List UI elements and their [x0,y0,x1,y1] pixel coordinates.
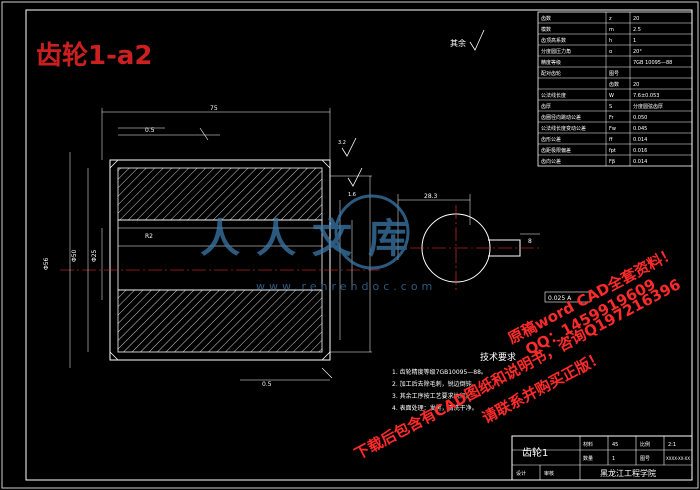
param-table-cell: Fw [609,126,616,132]
param-table-cell: 齿向公差 [541,158,561,165]
title-block-label: 图号 [640,456,650,462]
drawing-border-inner [25,9,693,481]
param-table-cell: ff [609,137,613,143]
title-block-label: 设计 [516,470,526,477]
param-table-cell: 7GB 10095—88 [633,60,672,66]
roughness-value-b: 1.6 [348,192,356,198]
gear-parameter-table: 齿数 z 20 模数 m 2.5 齿顶高系数 h 1 分度圆压力角 α 20° 精度等级 7GB 1009… [537,11,693,167]
param-table-cell: Fβ [609,159,615,165]
title-block-value: 2:1 [668,442,676,448]
param-table-cell: fpt [609,148,616,154]
dim-chamfer-bottom: 0.5 [262,381,272,388]
param-table-cell: 0.050 [633,115,647,121]
param-table-cell: 齿圈径向跳动公差 [541,114,581,121]
watermark-logo-text: 人人文库 [200,216,424,262]
param-table-cell: 齿数 [609,81,619,88]
dim-pitch-diameter: Φ50 [71,249,78,262]
param-table-cell: W [609,93,614,99]
param-table-cell: 模数 [541,26,551,33]
param-table-cell: 0.014 [633,159,647,165]
param-table-cell: 图号 [609,71,619,77]
title-block-label: 比例 [640,441,650,448]
param-table-cell: Fr [609,115,615,121]
param-table-cell: 齿距极限偏差 [541,147,571,154]
dim-bore-diameter: Φ25 [91,249,98,262]
title-block-value: XXXX-XX-XX [666,456,690,461]
gear-section-view: 75 0.5 R2 Φ56 Φ50 Φ25 [43,105,380,388]
title-block-label: 数量 [583,455,593,462]
param-table-cell: 2.5 [633,27,641,33]
tech-req-item: 3. 其余工序按工艺要求执行。 [392,392,472,400]
title-block-label: 材料 [583,441,593,448]
roughness-other-note: 其余 [450,38,466,48]
tech-req-item: 4. 表面处理：发黑，清洗干净。 [392,404,478,412]
dim-radius: R2 [145,233,153,240]
title-block-value: 1 [612,456,615,462]
geometric-tolerance-value: 0.025 A [548,295,572,302]
param-table-cell: 20 [633,16,639,22]
param-table-cell: 公法线长度变动公差 [541,125,586,132]
param-table-cell: 齿顶高系数 [541,37,566,44]
title-block-value: 45 [612,442,618,448]
param-table-cell: α [609,49,613,55]
hatch-lower [117,289,323,353]
dim-chamfer-top: 0.5 [145,127,155,134]
roughness-symbol-a [341,137,357,157]
dim-overall-length: 75 [210,105,218,112]
param-table-cell: 齿厚 [541,104,551,110]
tech-req-heading: 技术要求 [480,351,516,363]
param-table-cell: h [609,38,612,44]
param-table-cell: 分度圆压力角 [541,48,571,55]
geometric-tolerance-frame [544,291,591,303]
title-block-company: 黑龙江工程学院 [600,468,656,478]
tech-req-item: 1. 齿轮精度等级7GB10095—88。 [392,368,487,376]
param-table-cell: z [609,16,612,22]
param-table-cell: 7.6±0.053 [633,93,659,99]
roughness-value-a: 3.2 [338,140,346,146]
param-table-cell: 0.014 [633,137,647,143]
param-table-cell: 0.045 [633,126,647,132]
tech-req-list: 1. 齿轮精度等级7GB10095—88。 2. 加工后去除毛刺，锐边倒钝。 3… [392,368,487,412]
tech-req-item: 2. 加工后去除毛刺，锐边倒钝。 [392,380,478,388]
roughness-symbol-b [347,167,363,187]
dim-outer-diameter: Φ56 [43,257,50,270]
param-table-cell: 齿形公差 [541,136,561,143]
param-table-cell: 1 [633,38,636,44]
param-table-cell: 0.016 [633,148,647,154]
dim-key-width: 8 [528,238,532,245]
param-table-cell: 配对齿轮 [541,70,561,77]
drawing-title-overlay: 齿轮1-a2 [36,41,153,71]
watermark-url: www.renrendoc.com [256,280,436,293]
param-table-cell: 公法线长度 [541,92,566,99]
param-table-cell: 精度等级 [541,59,561,66]
title-block: 齿轮1 材料 45 比例 2:1 数量 1 图号 XXXX-XX-XX 设计 审… [511,435,693,481]
dim-key-depth: 28.3 [424,193,438,200]
hatch-upper [117,167,323,221]
keyway-end-view: 28.3 8 0.025 A [397,193,591,303]
param-table-cell: S [609,104,612,110]
watermark-logo: 人人文库 www.renrendoc.com [200,194,436,293]
param-table-cell: 分度圆弦齿厚 [633,103,663,110]
param-table-cell: 20 [633,82,639,88]
title-block-label: 审核 [544,470,554,477]
param-table-cell: m [609,27,614,33]
param-table-cell: 20° [633,49,642,55]
title-block-part-name: 齿轮1 [522,446,548,459]
roughness-symbol-top [469,29,485,51]
param-table-cell: 齿数 [541,15,551,22]
